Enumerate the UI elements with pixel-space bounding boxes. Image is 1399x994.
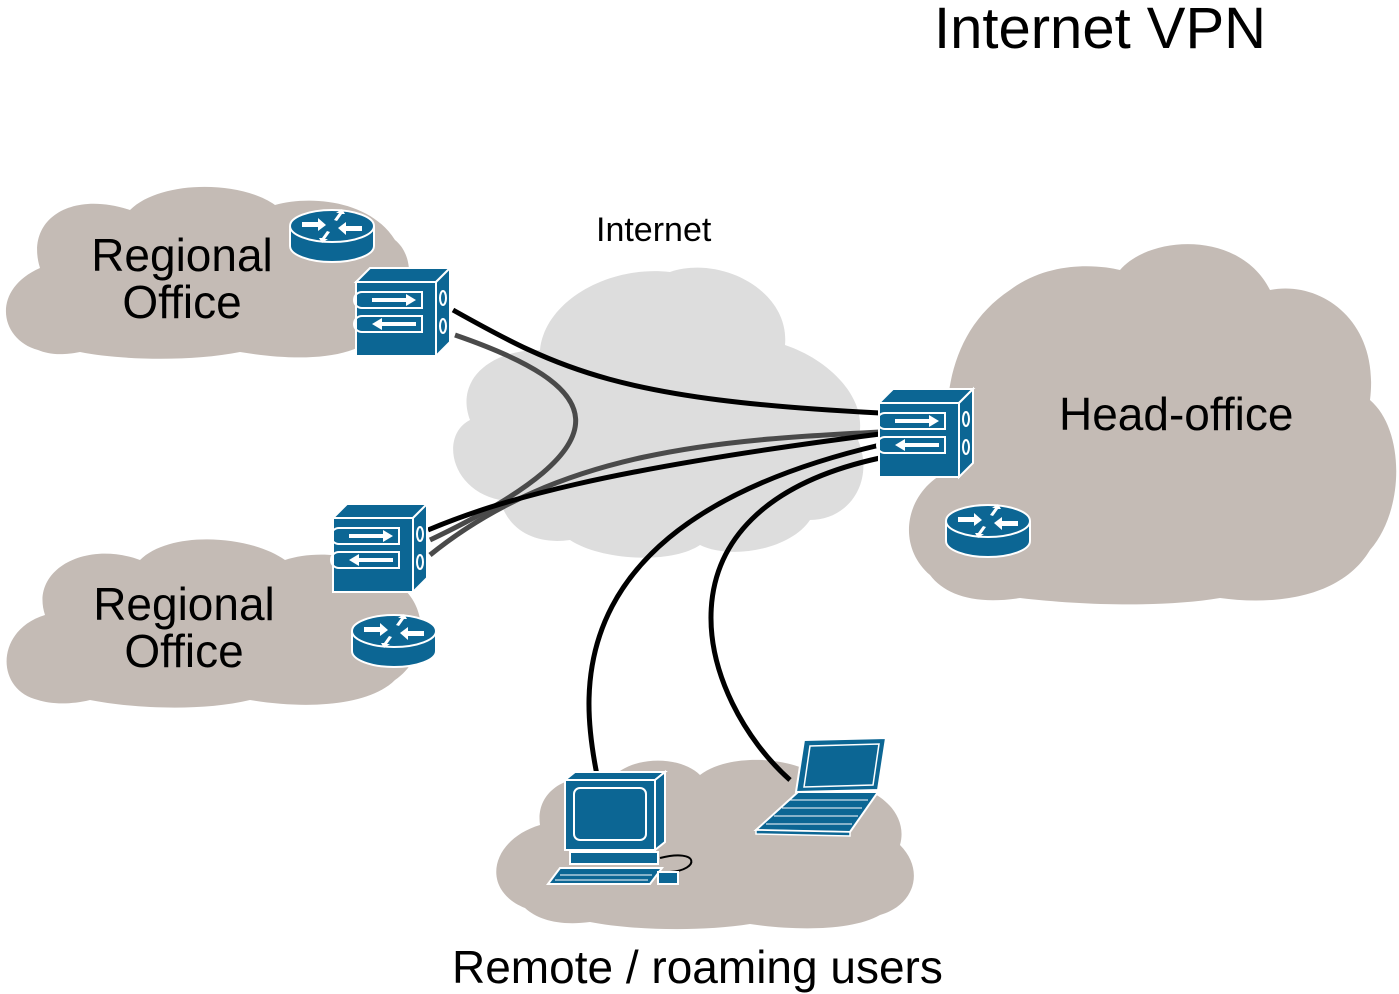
regional-office-2-cloud xyxy=(6,539,422,708)
regional-office-1-line2: Office xyxy=(122,276,242,328)
head-office-label: Head-office xyxy=(1059,388,1294,440)
desktop-computer-icon xyxy=(546,769,693,885)
vpn-tunnels xyxy=(427,307,881,782)
regional-office-2-line1: Regional xyxy=(93,578,275,630)
regional-office-1-line1: Regional xyxy=(91,229,273,281)
tunnel-ro1-headoffice xyxy=(451,307,881,416)
tunnel-ro2-headoffice-b xyxy=(427,431,881,533)
remote-users-label: Remote / roaming users xyxy=(452,941,943,993)
router-icon xyxy=(945,503,1031,558)
regional-office-2-label: Regional Office xyxy=(54,581,314,675)
tunnel-desktop-headoffice xyxy=(586,442,881,776)
tunnel-ro2-headoffice-a xyxy=(428,429,881,557)
tunnel-laptop-headoffice xyxy=(708,455,881,782)
regional-office-1-label: Regional Office xyxy=(52,232,312,326)
internet-cloud xyxy=(453,267,864,558)
vpn-concentrator-icon xyxy=(876,388,974,478)
head-office-cloud xyxy=(908,244,1397,605)
internet-label: Internet xyxy=(596,211,712,249)
diagram-title: Internet VPN xyxy=(934,0,1267,61)
vpn-concentrator-icon xyxy=(330,503,428,593)
regional-office-2-line2: Office xyxy=(124,625,244,677)
vpn-concentrator-icon xyxy=(353,267,451,357)
laptop-icon xyxy=(753,736,888,837)
router-icon xyxy=(351,613,437,668)
